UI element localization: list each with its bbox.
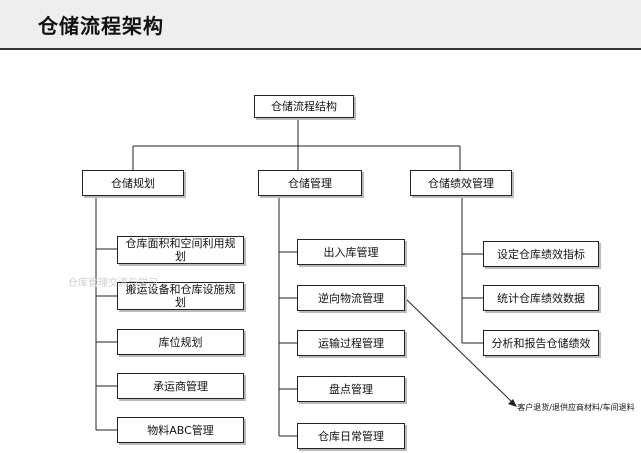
category-warehouse-planning: 仓储规划 [82, 170, 184, 196]
category-warehouse-performance: 仓储绩效管理 [410, 170, 512, 196]
page-header: 仓储流程架构 [0, 0, 641, 50]
node-daily-management: 仓库日常管理 [297, 423, 405, 449]
node-equipment-planning: 搬运设备和仓库设施规划 [117, 282, 244, 310]
node-location-planning: 库位规划 [117, 329, 244, 355]
node-abc-management: 物料ABC管理 [117, 417, 244, 443]
node-carrier-management: 承运商管理 [117, 373, 244, 399]
node-collect-kpi-data: 统计仓库绩效数据 [483, 285, 599, 311]
node-space-planning: 仓库面积和空间利用规划 [117, 236, 244, 264]
node-set-kpi: 设定仓库绩效指标 [483, 241, 599, 267]
reverse-logistics-note: 客户退货/退供应商材料/车间退料 [517, 403, 635, 412]
root-node: 仓储流程结构 [254, 95, 354, 118]
node-inbound-outbound: 出入库管理 [297, 239, 405, 265]
watermark-text: 仓库管理交流与学习 [68, 278, 158, 289]
node-analyze-report: 分析和报告仓储绩效 [483, 330, 599, 356]
node-transport-process: 运输过程管理 [297, 330, 405, 356]
node-reverse-logistics: 逆向物流管理 [297, 285, 405, 311]
category-warehouse-management: 仓储管理 [258, 170, 362, 196]
node-inventory-count: 盘点管理 [297, 376, 405, 402]
page-title: 仓储流程架构 [38, 14, 164, 38]
